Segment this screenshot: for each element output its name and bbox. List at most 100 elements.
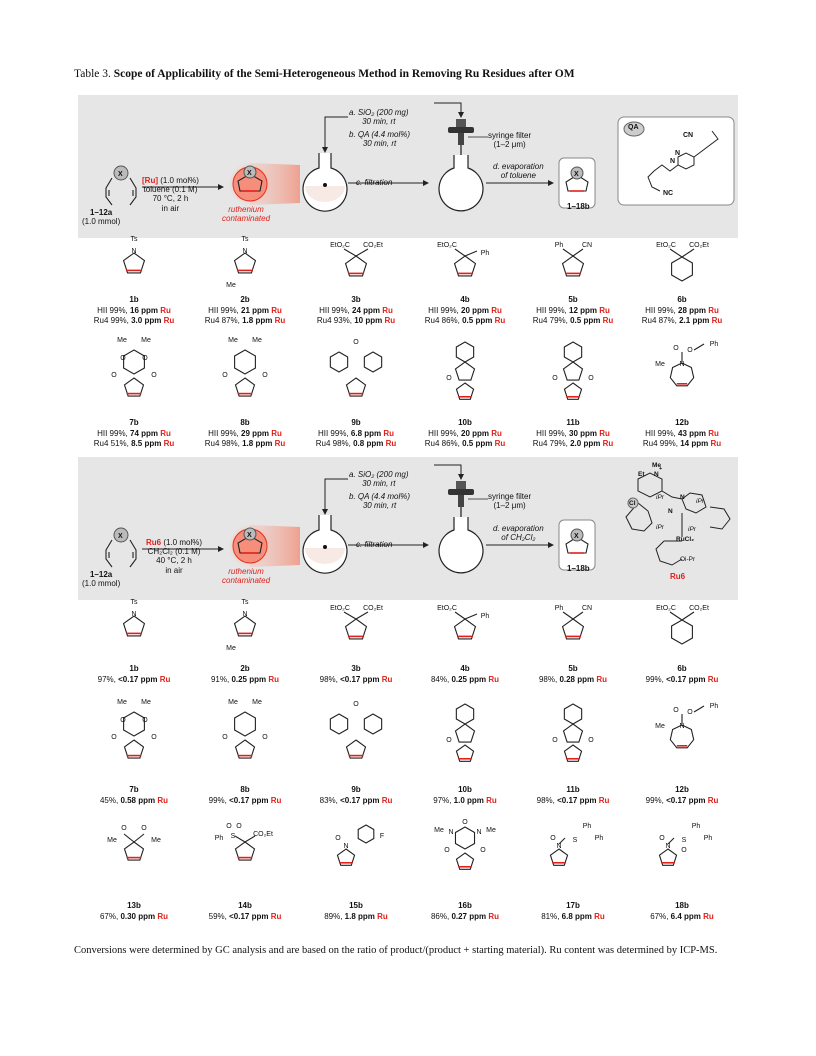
qa-label: QA bbox=[628, 124, 639, 131]
ppm-value: 0.58 ppm bbox=[120, 796, 156, 805]
ring bbox=[563, 382, 583, 400]
ring bbox=[123, 711, 145, 737]
atom-o: O bbox=[552, 737, 558, 744]
ring bbox=[123, 377, 145, 397]
scheme1-step-a: a. SiO₂ (200 mg)30 min, rt bbox=[349, 108, 409, 127]
conversion: 98%, bbox=[536, 796, 558, 805]
atom-o: O bbox=[687, 347, 693, 354]
scheme2-step-c: c. filtration bbox=[356, 540, 393, 549]
result-line: 81%, 6.8 ppm Ru bbox=[541, 912, 605, 921]
atom-s: S bbox=[682, 837, 687, 844]
ru-unit: Ru bbox=[483, 796, 497, 805]
atom-o: O bbox=[236, 823, 242, 830]
ru6-atom-cl: Cl bbox=[629, 500, 636, 507]
ring bbox=[336, 848, 356, 866]
ppm-value: <0.17 ppm bbox=[229, 912, 269, 921]
ppm-value: 1.8 ppm bbox=[242, 439, 273, 448]
ring bbox=[345, 377, 367, 397]
result-line: 59%, <0.17 ppm Ru bbox=[209, 912, 282, 921]
result-line: Ru4 99%, 3.0 ppm Ru bbox=[94, 316, 174, 325]
atom-n: N bbox=[665, 843, 670, 850]
compound-label: 9b bbox=[351, 785, 361, 794]
scheme2-substrate: 1–12a(1.0 mmol) bbox=[82, 570, 121, 589]
scheme1-substrate: 1–12a(1.0 mmol) bbox=[82, 208, 121, 227]
ring bbox=[122, 615, 146, 637]
conversion: 99%, bbox=[208, 796, 230, 805]
bond bbox=[464, 613, 478, 620]
ring bbox=[234, 841, 256, 861]
result-line: 67%, 6.4 ppm Ru bbox=[650, 912, 714, 921]
ppm-value: 1.8 ppm bbox=[344, 912, 375, 921]
bond bbox=[693, 705, 705, 713]
atom-me: Me bbox=[226, 645, 236, 652]
ru-unit: Ru bbox=[492, 439, 506, 448]
atom-me: Me bbox=[655, 361, 665, 368]
atom-cn: CN bbox=[582, 242, 592, 249]
ru-unit: Ru bbox=[269, 306, 282, 315]
ring bbox=[563, 341, 583, 363]
ring bbox=[363, 713, 383, 735]
ring bbox=[122, 252, 146, 274]
conversion: 83%, bbox=[319, 796, 341, 805]
ru-unit: Ru bbox=[158, 306, 171, 315]
result-line: Ru4 86%, 0.5 ppm Ru bbox=[425, 316, 505, 325]
compound-label: 12b bbox=[675, 418, 689, 427]
conversion: HII 99%, bbox=[97, 429, 130, 438]
ru-unit: Ru bbox=[489, 306, 502, 315]
result-line: HII 99%, 30 ppm Ru bbox=[536, 429, 610, 438]
ring bbox=[561, 618, 585, 640]
table-title: Table 3. Scope of Applicability of the S… bbox=[74, 68, 575, 80]
atom-o: O bbox=[550, 835, 556, 842]
compound-label: 4b bbox=[460, 664, 470, 673]
ru-unit: Ru bbox=[706, 429, 719, 438]
atom-n: N bbox=[131, 611, 136, 618]
atom-o: O bbox=[111, 372, 117, 379]
footnote: Conversions were determined by GC analys… bbox=[74, 945, 718, 956]
conversion: Ru4 99%, bbox=[642, 439, 681, 448]
atom-n: N bbox=[476, 829, 481, 836]
ring bbox=[455, 703, 475, 725]
atom-o: O bbox=[262, 734, 268, 741]
conversion: HII 99%, bbox=[428, 429, 461, 438]
scheme1-step-c: c. filtration bbox=[356, 178, 393, 187]
scheme2-syringe-filter: syringe filter(1–2 μm) bbox=[488, 492, 532, 511]
ring bbox=[454, 723, 476, 743]
atom-me: Me bbox=[117, 337, 127, 344]
ppm-value: 14 ppm bbox=[680, 439, 709, 448]
scheme-1-graphics: X X X bbox=[105, 102, 735, 212]
compound-label: 5b bbox=[568, 295, 578, 304]
ppm-value: 24 ppm bbox=[352, 306, 381, 315]
result-line: HII 99%, 74 ppm Ru bbox=[97, 429, 171, 438]
atom-me: Me bbox=[252, 337, 262, 344]
result-line: Ru4 86%, 0.5 ppm Ru bbox=[425, 439, 505, 448]
ru-unit: Ru bbox=[381, 429, 395, 438]
compound-label: 1b bbox=[129, 295, 139, 304]
result-line: HII 99%, 21 ppm Ru bbox=[208, 306, 282, 315]
ring bbox=[233, 252, 257, 274]
conversion: HII 99%, bbox=[97, 306, 130, 315]
result-line: HII 99%, 28 ppm Ru bbox=[645, 306, 719, 315]
result-line: Ru4 51%, 8.5 ppm Ru bbox=[94, 439, 174, 448]
atom-me: Me bbox=[228, 699, 238, 706]
ring bbox=[234, 377, 256, 397]
ppm-value: <0.17 ppm bbox=[229, 796, 269, 805]
compound-label: 2b bbox=[240, 664, 250, 673]
atom-ph: Ph bbox=[710, 703, 719, 710]
ppm-value: 2.0 ppm bbox=[570, 439, 601, 448]
atom-o: O bbox=[446, 737, 452, 744]
ru6-atom-ipr4: iPr bbox=[688, 526, 696, 533]
compound-label: 11b bbox=[566, 418, 580, 427]
atom-n: N bbox=[679, 723, 684, 730]
ru-unit: Ru bbox=[266, 675, 280, 684]
atom-n: N bbox=[679, 361, 684, 368]
ring bbox=[233, 615, 257, 637]
compound-label: 13b bbox=[127, 901, 141, 910]
